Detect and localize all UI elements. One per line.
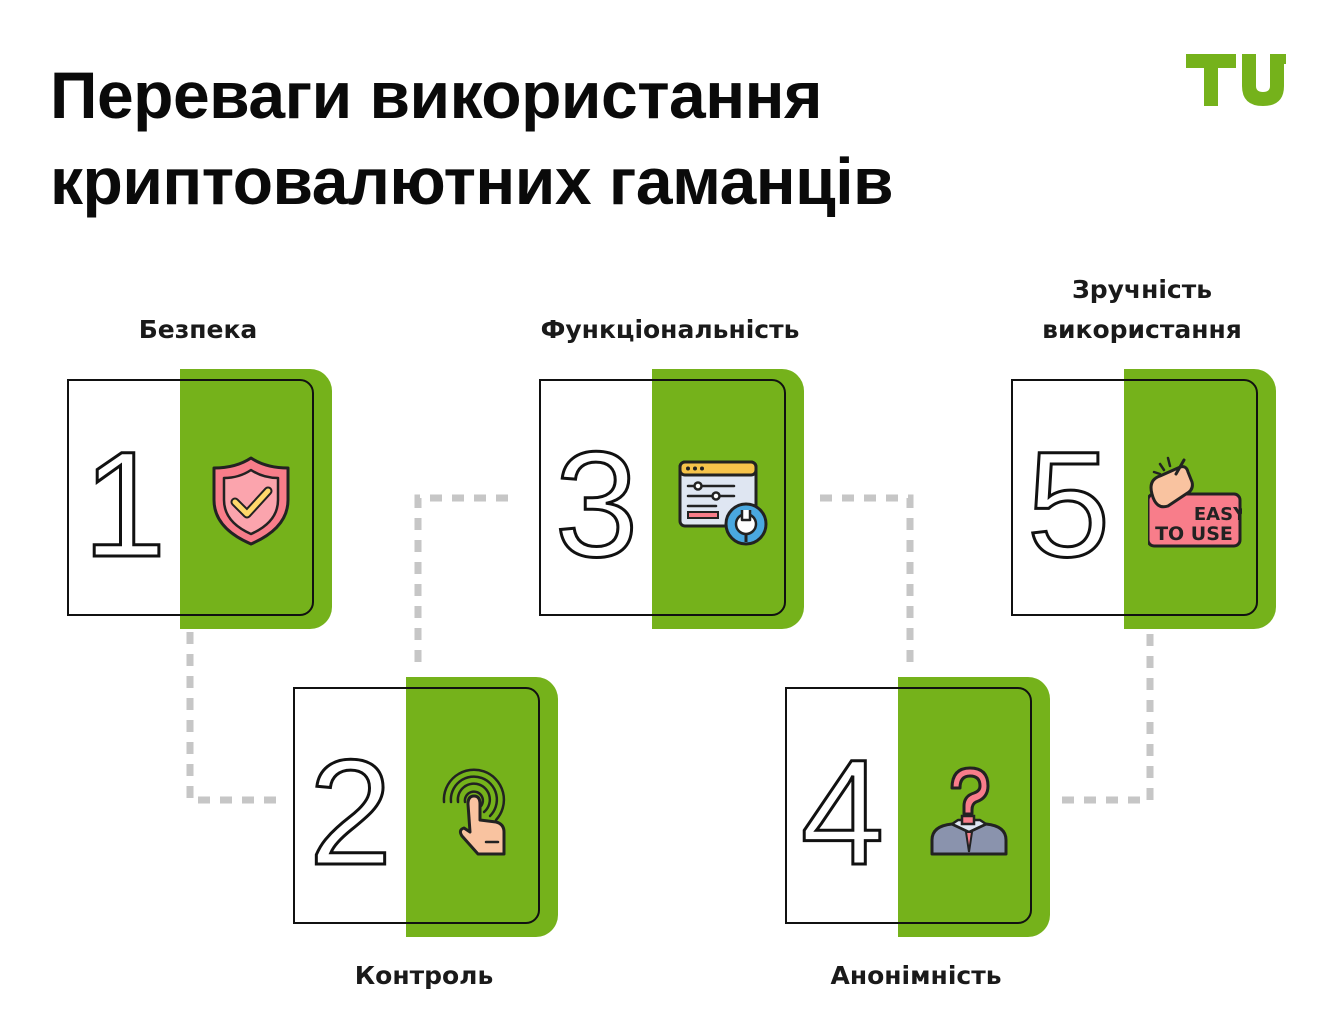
title-line-2: криптовалютних гаманців [50, 144, 894, 218]
card-frame [785, 687, 1032, 924]
shield-check-icon [212, 456, 290, 546]
step-5-number: 5 [1025, 419, 1111, 590]
page-title: Переваги використання криптовалютних гам… [50, 52, 1050, 224]
title-line-1: Переваги використання [50, 58, 822, 132]
connector-2-3 [414, 494, 508, 662]
step-4-number: 4 [799, 727, 885, 898]
step-5-label: Зручність використання [1010, 270, 1274, 350]
step-3-label: Функціональність [540, 315, 800, 344]
fingerprint-touch-icon [442, 768, 506, 856]
step-3-card: 3 [539, 369, 804, 629]
anonymous-person-icon [930, 766, 1008, 856]
step-5-label-line-1: Зручність [1071, 275, 1213, 304]
connector-4-5 [1062, 632, 1154, 804]
badge-text-line-2: TO USE [1155, 523, 1233, 545]
step-1-card: 1 [67, 369, 332, 629]
step-5-card: 5 EASY TO USE [1011, 369, 1276, 629]
card-accent [406, 677, 558, 937]
step-4-label: Анонімність [830, 961, 1002, 990]
step-2-number: 2 [307, 727, 393, 898]
connector-3-4 [820, 494, 914, 662]
step-2-label: Контроль [354, 961, 494, 990]
step-1-number: 1 [81, 419, 167, 590]
step-2-card: 2 [293, 677, 558, 937]
card-accent [898, 677, 1050, 937]
step-3-number: 3 [553, 419, 639, 590]
settings-window-icon [678, 460, 768, 546]
card-frame [67, 379, 314, 616]
connector-1-2 [186, 632, 282, 804]
brand-logo [1186, 54, 1286, 106]
step-4-card: 4 [785, 677, 1050, 937]
easy-to-use-icon: EASY TO USE [1148, 456, 1242, 548]
step-5-label-line-2: використання [1042, 315, 1242, 344]
card-frame [293, 687, 540, 924]
card-frame [1011, 379, 1258, 616]
step-1-label: Безпека [138, 315, 258, 344]
card-frame [539, 379, 786, 616]
badge-text-line-1: EASY [1194, 504, 1242, 525]
